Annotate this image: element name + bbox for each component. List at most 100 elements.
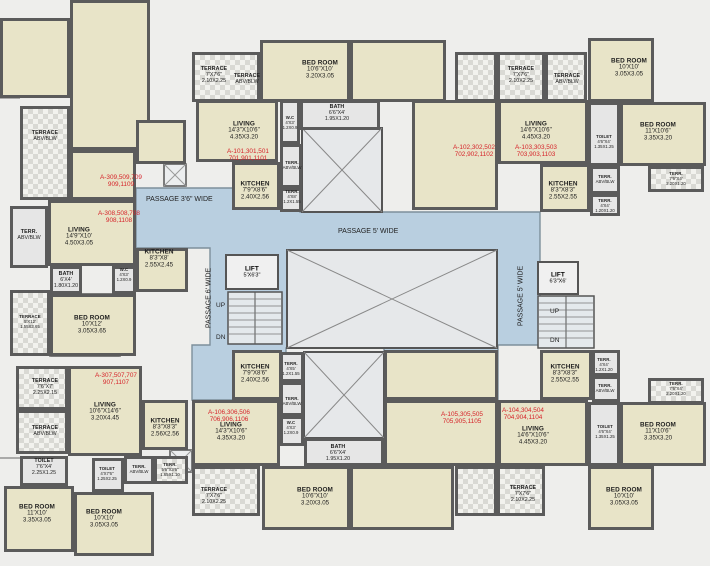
room-metric: 1.25X2.25 xyxy=(97,475,117,481)
room-terrace xyxy=(455,52,497,102)
room-metric: 4.45X3.20 xyxy=(521,133,551,141)
room-terr-small xyxy=(280,352,304,382)
room-metric: 3.05X3.05 xyxy=(89,521,119,529)
room-name: TERRACE xyxy=(200,487,228,494)
room-kitchen xyxy=(540,350,592,400)
room-kitchen xyxy=(232,350,282,400)
room-metric: 3.20X3.05 xyxy=(305,72,335,80)
room-metric: 2.25X2.15 xyxy=(32,389,58,396)
room-name: BATH xyxy=(330,444,346,451)
room-name: BED ROOM xyxy=(74,314,110,322)
room-name: LIVING xyxy=(68,226,90,234)
room-metric: 1.65X1.10 xyxy=(160,471,180,477)
room-dims: ABV/BLW xyxy=(555,79,579,85)
stair-up-label: UP xyxy=(550,308,560,315)
stair-down-label: DN xyxy=(216,334,226,341)
room-label: TERR.7'6"X4'2.20X1.20 xyxy=(666,171,686,186)
room-metric: 2.10X2.25 xyxy=(510,496,536,503)
room-living xyxy=(498,100,588,164)
room-dims: 4'6"X4' xyxy=(597,138,611,144)
room-dims: 4'X3' xyxy=(285,119,295,125)
passage-label: PASSAGE 5' WIDE xyxy=(338,228,399,235)
room-dims: 7'6"X4' xyxy=(35,464,53,471)
room-terrace xyxy=(192,466,260,516)
room-dims: ABV/BLW xyxy=(33,431,57,437)
room-bedroom xyxy=(4,486,74,552)
room-name: KITCHEN xyxy=(144,248,174,256)
room-name: BED ROOM xyxy=(302,59,338,67)
room-metric: 2.40X2.56 xyxy=(240,193,270,201)
room-name: TOILET xyxy=(597,423,613,429)
room-metric: 2.10X2.25 xyxy=(201,77,227,84)
room-dims: 7'9"X8'6" xyxy=(242,186,268,194)
room-dims: ABV/BLW xyxy=(282,401,302,406)
room-name: TERR. xyxy=(132,464,146,470)
room-metric: 1.80X1.20 xyxy=(53,282,79,289)
room-name: TERRACE xyxy=(31,378,59,385)
room-bedroom xyxy=(74,492,154,556)
room-dims: 5'6"X3'6" xyxy=(161,466,179,472)
room-label: TERR.ABV/BLW xyxy=(17,229,40,242)
room-name: TOILET xyxy=(34,458,54,465)
room-name: TERRACE xyxy=(233,73,261,80)
room-dims: 7'6"X4' xyxy=(669,175,683,181)
room-bath xyxy=(50,266,82,294)
room-dims: 10'6"X10' xyxy=(302,492,328,500)
room-dining xyxy=(70,150,136,200)
room-dims: ABV/BLW xyxy=(282,165,302,170)
room-name: TERRACE xyxy=(31,425,59,432)
room-metric: 2.56X2.56 xyxy=(150,430,180,438)
room-wc xyxy=(280,416,304,446)
room-bedroom xyxy=(262,466,350,530)
room-toilet xyxy=(92,458,124,492)
room-dims: 10'X10' xyxy=(93,514,115,522)
room-name: TERR. xyxy=(285,160,299,166)
room-living xyxy=(192,400,280,466)
passage-label: PASSAGE 5' WIDE xyxy=(517,265,525,327)
room-name: LIVING xyxy=(522,425,544,433)
room-bedroom xyxy=(588,38,654,102)
lift-left-shaft xyxy=(225,254,279,290)
room-metric: 4.45X3.20 xyxy=(518,438,548,446)
room-metric: 2.55X2.55 xyxy=(550,376,580,384)
room-label: TERR.ABV/BLW xyxy=(282,160,302,171)
room-metric: 1.2X0.9 xyxy=(116,276,132,282)
room-metric: 3.35X3.20 xyxy=(643,134,673,142)
room-bedroom xyxy=(0,18,70,98)
room-dims: 4'X5' xyxy=(286,365,296,371)
room-terr-small xyxy=(280,188,302,212)
room-bedroom xyxy=(350,40,446,102)
room-name: TERR. xyxy=(669,380,683,386)
room-terr-small xyxy=(280,144,302,188)
room-dims: 14'3"X10'6" xyxy=(228,126,260,134)
room-dims: 4'X8' xyxy=(287,193,297,199)
room-label: TERR.4'X4'1.20X1.20 xyxy=(595,198,615,213)
room-name: TOILET xyxy=(99,465,115,471)
room-name: BED ROOM xyxy=(19,503,55,511)
room-dims: ABV/BLW xyxy=(235,79,259,85)
